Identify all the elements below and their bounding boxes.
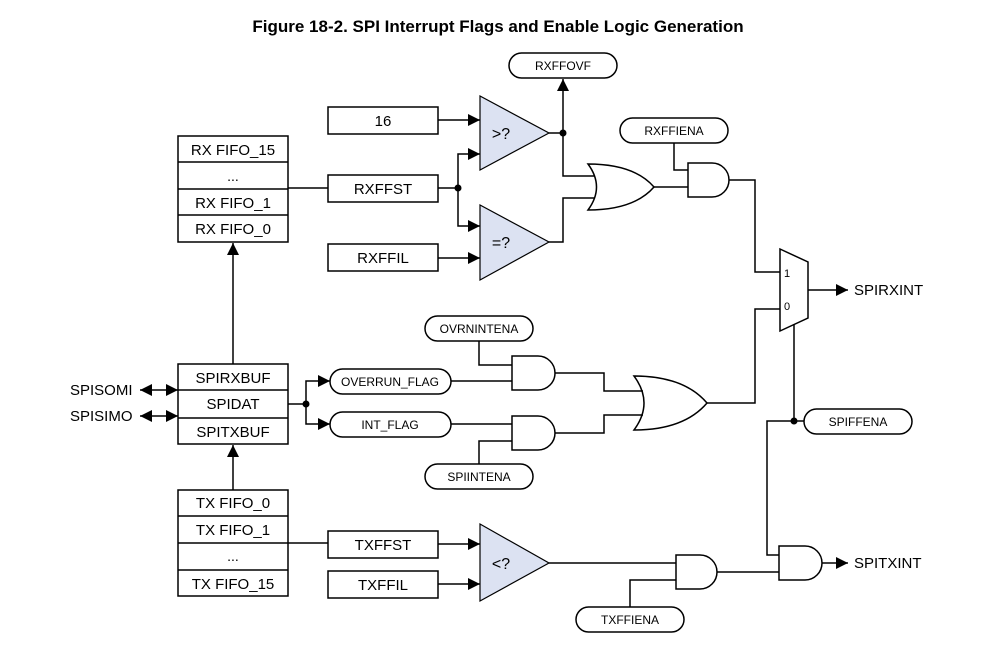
mux-input-0-label: 0 — [784, 301, 790, 313]
overrun-and-gate — [511, 355, 556, 391]
ovrnintena-label: OVRNINTENA — [440, 322, 519, 336]
gt-to-or-wire — [562, 133, 596, 177]
spidat-to-overrun-wire — [305, 375, 330, 404]
tx-fifo-15-label: TX FIFO_15 — [192, 576, 275, 593]
flags-or-gate — [632, 375, 708, 431]
spitxint-and-gate — [778, 545, 823, 581]
rx-fifo-ellipsis: ... — [227, 168, 239, 184]
tx-and-gate — [675, 554, 718, 590]
int-and-gate — [511, 415, 556, 451]
spiffena-to-tx-and-wire — [766, 420, 794, 556]
equal-symbol: =? — [492, 235, 510, 252]
rxffovf-pill — [508, 52, 618, 79]
overrun-flag-label: OVERRUN_FLAG — [341, 375, 439, 389]
spidat-label: SPIDAT — [206, 396, 259, 413]
int-and-to-or-wire — [555, 414, 643, 434]
rxffil-box — [327, 243, 439, 272]
greater-than-comparator — [479, 94, 551, 172]
rx-fifo-0-label: RX FIFO_0 — [195, 221, 271, 238]
rx-and-to-mux-wire — [729, 179, 780, 273]
rxffst-to-gt-wire — [457, 148, 480, 188]
less-than-comparator — [479, 522, 551, 603]
spisomi-pin-label: SPISOMI — [70, 382, 133, 399]
constant-16-label: 16 — [375, 113, 392, 130]
overrun-and-to-or-wire — [555, 372, 643, 392]
rxffiena-to-and-wire — [673, 143, 688, 171]
rx-fifo-stack: RX FIFO_15 ... RX FIFO_1 RX FIFO_0 — [177, 135, 289, 243]
spitxint-output-label: SPITXINT — [854, 555, 922, 572]
int-flag-label: INT_FLAG — [361, 418, 418, 432]
spirxint-output-label: SPIRXINT — [854, 282, 923, 299]
txffst-box — [327, 530, 439, 559]
rxffovf-label: RXFFOVF — [535, 59, 591, 73]
spi-register-stack: SPIRXBUF SPIDAT SPITXBUF — [177, 363, 289, 445]
greater-than-symbol: >? — [492, 126, 510, 143]
spiintena-to-and-wire — [478, 440, 512, 464]
less-than-symbol: <? — [492, 556, 510, 573]
rxffiena-label: RXFFIENA — [644, 124, 703, 138]
tx-fifo-1-label: TX FIFO_1 — [196, 522, 270, 539]
txffil-label: TXFFIL — [358, 577, 408, 594]
spitxbuf-label: SPITXBUF — [196, 424, 269, 441]
spidat-to-intflag-wire — [305, 404, 330, 430]
rx-fifo-15-label: RX FIFO_15 — [191, 142, 275, 159]
rx-or-gate — [586, 163, 655, 211]
interrupt-mux — [779, 247, 809, 333]
spirxbuf-label: SPIRXBUF — [195, 370, 270, 387]
spiintena-label: SPIINTENA — [447, 470, 510, 484]
spisimo-pin-label: SPISIMO — [70, 408, 133, 425]
tx-fifo-stack: TX FIFO_0 TX FIFO_1 ... TX FIFO_15 — [177, 489, 289, 597]
spiffena-pill — [803, 408, 913, 435]
rxffst-box — [327, 174, 439, 203]
spiffena-label: SPIFFENA — [829, 415, 888, 429]
ovrnintena-to-and-wire — [478, 341, 512, 366]
tx-fifo-0-label: TX FIFO_0 — [196, 495, 270, 512]
rxffst-label: RXFFST — [354, 181, 412, 198]
equal-comparator — [479, 203, 551, 282]
txffst-label: TXFFST — [355, 537, 412, 554]
figure-title: Figure 18-2. SPI Interrupt Flags and Ena… — [252, 17, 743, 36]
constant-16-box — [327, 106, 439, 135]
rx-fifo-1-label: RX FIFO_1 — [195, 195, 271, 212]
eq-to-or-wire — [549, 197, 596, 243]
rxffil-label: RXFFIL — [357, 250, 409, 267]
mux-input-1-label: 1 — [784, 268, 790, 280]
txffiena-to-and-wire — [629, 579, 676, 607]
flags-or-to-mux-wire — [707, 308, 780, 404]
rx-and-gate — [687, 162, 730, 198]
txffiena-label: TXFFIENA — [601, 613, 659, 627]
rxffst-to-eq-wire — [457, 188, 480, 232]
tx-fifo-ellipsis: ... — [227, 548, 239, 564]
